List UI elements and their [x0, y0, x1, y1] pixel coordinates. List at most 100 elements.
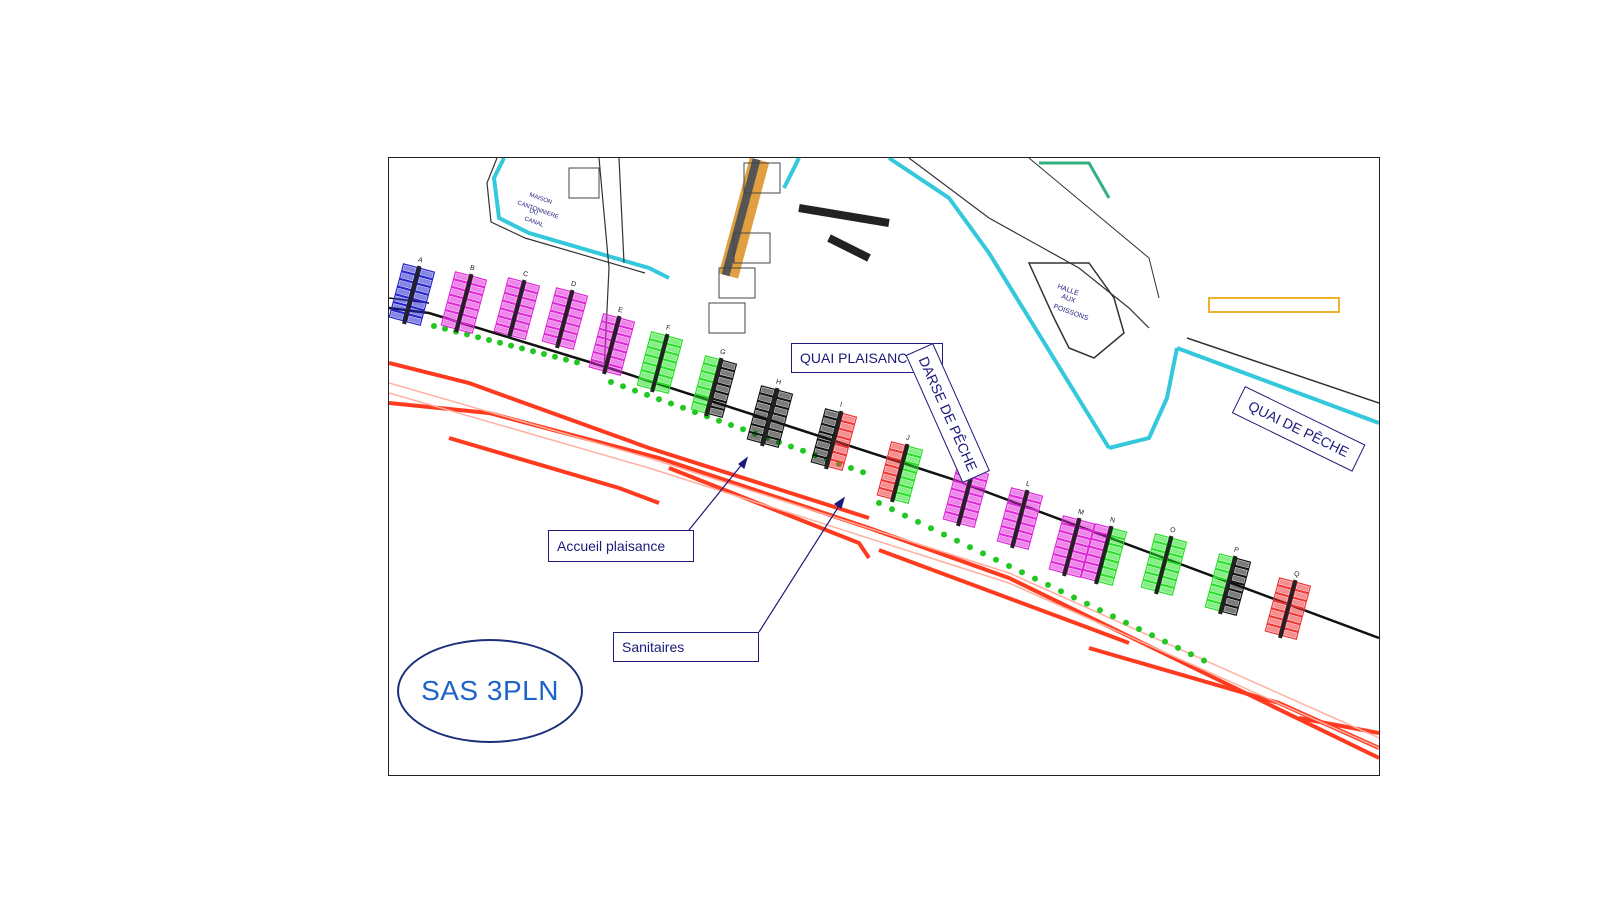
pontoon-letter-g: G: [719, 349, 726, 357]
tree-dot: [716, 417, 722, 424]
upper-piers: [568, 158, 1340, 334]
tree-dot: [993, 556, 999, 563]
tree-dot: [876, 500, 882, 506]
tree-dot: [608, 379, 614, 385]
tree-dot: [1149, 632, 1155, 639]
pontoon-letter-c: C: [522, 271, 529, 279]
tree-dot: [431, 323, 437, 329]
tree-dot: [1123, 619, 1129, 626]
tree-dot: [620, 383, 626, 390]
tree-dot: [1162, 638, 1168, 645]
pontoon-d: D: [541, 281, 589, 351]
tree-dot: [800, 447, 806, 454]
tree-dot: [954, 537, 960, 544]
pontoon-letter-f: F: [665, 325, 671, 333]
tree-dot: [464, 331, 470, 338]
tree-dot: [928, 525, 934, 532]
tree-dot: [902, 512, 908, 519]
tree-dot: [1110, 613, 1116, 620]
tree-dot: [967, 544, 973, 551]
tree-dot: [788, 443, 794, 450]
maison-label-3: DU: [528, 208, 538, 217]
pontoon-letter-j: J: [905, 435, 910, 443]
tree-dot: [486, 337, 492, 343]
pontoon-b: B: [440, 265, 488, 335]
pontoon-letter-l: L: [1025, 481, 1031, 489]
tree-dot: [519, 345, 525, 352]
maison-label-1: MAISON: [528, 192, 552, 206]
tree-row: [431, 323, 1207, 664]
tree-dot: [1006, 563, 1012, 569]
sanitaires-label: Sanitaires: [613, 632, 759, 662]
tree-dot: [889, 506, 895, 513]
pontoon-o: O: [1140, 527, 1188, 597]
pontoon-j: J: [876, 435, 924, 505]
tree-dot: [941, 531, 947, 538]
pontoon-letter-q: Q: [1293, 571, 1301, 579]
pontoon-letter-d: D: [570, 281, 577, 289]
tree-dot: [574, 359, 580, 366]
pontoon-g: G: [690, 349, 738, 419]
pontoon-letter-n: N: [1109, 517, 1116, 525]
pontoon-f: F: [636, 325, 684, 395]
maison-label-4: CANAL: [523, 216, 544, 229]
tree-dot: [644, 391, 650, 398]
tree-dot: [740, 426, 746, 433]
tree-dot: [632, 387, 638, 394]
tree-dot: [860, 469, 866, 476]
pontoon-letter-p: P: [1233, 547, 1240, 555]
accueil-plaisance-label: Accueil plaisance: [548, 530, 694, 562]
pontoon-letter-a: A: [417, 257, 424, 265]
pontoon-letter-i: I: [839, 402, 843, 409]
pontoon-letter-m: M: [1077, 509, 1085, 517]
pontoon-a: A: [389, 257, 436, 327]
pontoon-p: P: [1204, 547, 1252, 617]
pontoon-group: ABCDEFGHIJKLMNOPQ: [389, 257, 1312, 641]
pontoon-letter-h: H: [775, 379, 782, 387]
tree-dot: [530, 348, 536, 355]
sas-3pln-logo: SAS 3PLN: [397, 639, 583, 743]
tree-dot: [1071, 594, 1077, 601]
pontoon-c: C: [493, 271, 541, 341]
tree-dot: [980, 550, 986, 557]
halle-label-3: POISSONS: [1052, 303, 1089, 322]
pontoon-letter-o: O: [1169, 527, 1177, 535]
tree-dot: [1058, 588, 1064, 595]
tree-dot: [442, 325, 448, 332]
tree-dot: [728, 422, 734, 428]
tree-dot: [668, 400, 674, 407]
tree-dot: [475, 334, 481, 341]
pontoon-h: H: [746, 379, 794, 449]
pontoon-i: I: [810, 402, 858, 472]
tree-dot: [680, 404, 686, 411]
tree-dot: [541, 351, 547, 357]
tree-dot: [508, 342, 514, 349]
sidewalk: [389, 382, 1379, 749]
harbour-map: ABCDEFGHIJKLMNOPQ HALLE AUX POISSONS MAI…: [388, 157, 1380, 776]
harbour-plan-drawing: ABCDEFGHIJKLMNOPQ HALLE AUX POISSONS MAI…: [389, 158, 1379, 760]
pontoon-letter-e: E: [617, 307, 624, 315]
pontoon-letter-b: B: [469, 265, 476, 273]
tree-dot: [552, 353, 558, 360]
tree-dot: [563, 356, 569, 363]
tree-dot: [1019, 569, 1025, 576]
tree-dot: [1032, 575, 1038, 582]
tree-dot: [1188, 651, 1194, 658]
callout-pointers: [688, 456, 846, 633]
halle-label-2: AUX: [1060, 293, 1076, 305]
roadway: [389, 361, 1379, 760]
tree-dot: [1084, 600, 1090, 607]
tree-dot: [1136, 626, 1142, 632]
tree-dot: [915, 518, 921, 525]
tree-dot: [1097, 607, 1103, 614]
tree-dot: [497, 339, 503, 346]
tree-dot: [1045, 581, 1051, 588]
tree-dot: [656, 396, 662, 403]
tree-dot: [848, 465, 854, 471]
pontoon-e: E: [588, 307, 636, 377]
tree-dot: [1201, 657, 1207, 664]
pontoon-m: M: [1048, 509, 1096, 579]
pontoon-n: N: [1080, 517, 1128, 587]
pontoon-q: Q: [1264, 571, 1312, 641]
tree-dot: [1175, 644, 1181, 651]
